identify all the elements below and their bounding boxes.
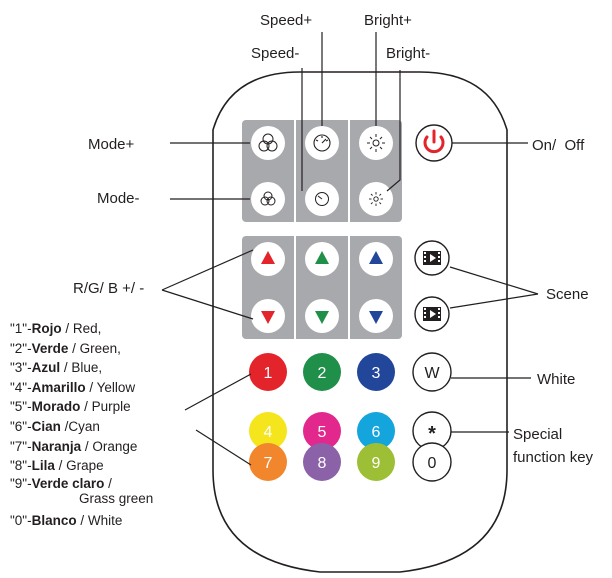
- speed-minus-button[interactable]: [305, 182, 339, 216]
- rgb-label: R/G/ B +/ -: [73, 280, 145, 297]
- key-6[interactable]: 6: [357, 412, 395, 450]
- legend-row-continuation: Grass green: [79, 490, 154, 506]
- key-3[interactable]: 3: [357, 353, 395, 391]
- red-up-button[interactable]: [251, 242, 285, 276]
- on-off-button[interactable]: [415, 124, 453, 162]
- color-legend: "1"-Rojo / Red, "2"-Verde / Green, "3"-A…: [10, 319, 153, 530]
- key-label: 0: [428, 455, 437, 472]
- mode-plus-icon: [258, 133, 278, 152]
- blue-up-button[interactable]: [359, 242, 393, 276]
- key-label: 5: [318, 424, 327, 441]
- key-0[interactable]: 0: [412, 442, 452, 482]
- speed-minus-label: Speed-: [251, 45, 300, 62]
- mode-minus-button[interactable]: [251, 182, 285, 216]
- speed-plus-icon: [313, 134, 331, 152]
- bright-minus-button[interactable]: [359, 182, 393, 216]
- key-label: 7: [264, 455, 273, 472]
- mode-minus-icon: [260, 191, 276, 206]
- bright-plus-label: Bright+: [364, 12, 412, 29]
- film-icon: [423, 307, 441, 321]
- legend-row: "4"-Amarillo / Yellow: [10, 379, 136, 395]
- legend-row: "6"-Cian /Cyan: [10, 418, 100, 434]
- triangle-down-icon: [315, 311, 329, 324]
- bright-minus-label: Bright-: [386, 45, 431, 62]
- key-label: 1: [264, 365, 273, 382]
- key-label: 9: [372, 455, 381, 472]
- legend-row: "1"-Rojo / Red,: [10, 321, 102, 336]
- key-8[interactable]: 8: [303, 443, 341, 481]
- key-5[interactable]: 5: [303, 412, 341, 450]
- blue-down-button[interactable]: [359, 299, 393, 333]
- callout-lines: [161, 32, 539, 466]
- red-down-button[interactable]: [251, 299, 285, 333]
- key-label: *: [428, 423, 436, 445]
- mode-plus-label: Mode+: [88, 136, 135, 153]
- key-label: W: [424, 365, 440, 382]
- white-label: White: [537, 371, 576, 388]
- bright-plus-icon: [367, 134, 385, 152]
- function-key-label: function key: [513, 449, 594, 466]
- key-9[interactable]: 9: [357, 443, 395, 481]
- power-icon: [423, 129, 445, 154]
- legend-row: "3"-Azul / Blue,: [10, 360, 103, 376]
- legend-row: "2"-Verde / Green,: [10, 340, 121, 356]
- scene-label: Scene: [546, 286, 589, 303]
- special-label: Special: [513, 426, 563, 443]
- key-7[interactable]: 7: [249, 443, 287, 481]
- bright-minus-icon: [369, 192, 383, 206]
- triangle-up-icon: [369, 251, 383, 264]
- legend-row: "5"-Morado / Purple: [10, 399, 131, 415]
- on-off-label: On/ Off: [532, 137, 585, 154]
- legend-row: "9"-Verde claro /: [10, 475, 112, 491]
- speed-minus-icon: [315, 192, 329, 206]
- key-1[interactable]: 1: [249, 353, 287, 391]
- triangle-up-icon: [315, 251, 329, 264]
- triangle-down-icon: [261, 311, 275, 324]
- green-down-button[interactable]: [305, 299, 339, 333]
- mode-plus-button[interactable]: [251, 126, 285, 160]
- scene-down-button[interactable]: [414, 296, 450, 332]
- key-label: 8: [318, 455, 327, 472]
- scene-up-button[interactable]: [414, 240, 450, 276]
- key-label: 3: [372, 365, 381, 382]
- bright-plus-button[interactable]: [359, 126, 393, 160]
- speed-plus-button[interactable]: [305, 126, 339, 160]
- mode-minus-label: Mode-: [97, 190, 140, 207]
- key-label: 2: [318, 365, 327, 382]
- key-label: 6: [372, 424, 381, 441]
- speed-plus-label: Speed+: [260, 12, 313, 29]
- key-2[interactable]: 2: [303, 353, 341, 391]
- legend-row: "0"-Blanco / White: [10, 512, 123, 528]
- green-up-button[interactable]: [305, 242, 339, 276]
- legend-row: "7"-Naranja / Orange: [10, 438, 138, 454]
- key-label: 4: [264, 424, 273, 441]
- film-icon: [423, 251, 441, 265]
- legend-row: "8"-Lila / Grape: [10, 458, 104, 474]
- triangle-up-icon: [261, 251, 275, 264]
- triangle-down-icon: [369, 311, 383, 324]
- key-w[interactable]: W: [412, 352, 452, 392]
- key-4[interactable]: 4: [249, 412, 287, 450]
